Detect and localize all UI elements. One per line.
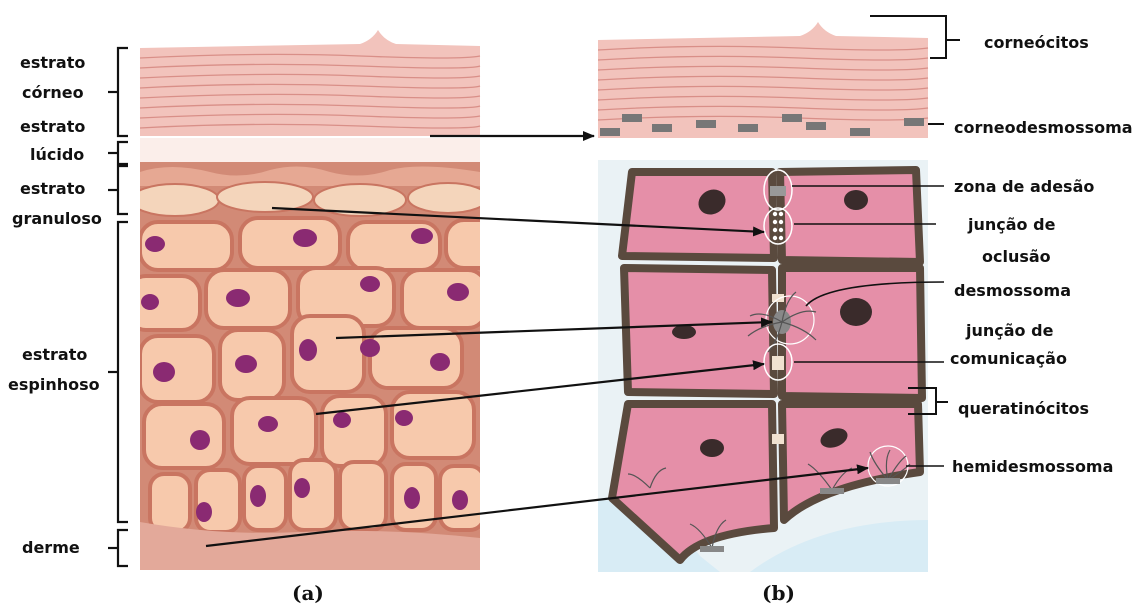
label-lucido-1: estrato [20,117,85,136]
stratum-lucidum-illustration [140,138,480,162]
corneocytes-illustration [598,22,928,138]
label-juncao-oclusao-2: oclusão [982,247,1051,266]
panel-b [598,22,930,572]
label-juncao-oclusao-1: junção de [967,215,1056,234]
label-corneo-1: estrato [20,53,85,72]
label-corneo-2: córneo [22,83,84,102]
label-granuloso-1: estrato [20,179,85,198]
keratinocyte-sheet [598,160,930,572]
label-granuloso-2: granuloso [12,209,102,228]
label-espinhoso-2: espinhoso [8,375,100,394]
caption-b: (b) [762,581,795,605]
stratum-corneum-illustration [140,30,480,136]
panel-a-brackets [108,48,128,566]
label-juncao-comunicacao-1: junção de [965,321,1054,340]
label-derme: derme [22,538,80,557]
label-corneodesmossoma: corneodesmossoma [954,118,1133,137]
label-lucido-2: lúcido [30,145,84,164]
caption-a: (a) [292,581,324,605]
label-zona-adesao: zona de adesão [954,177,1094,196]
cell-layers-illustration [128,162,506,572]
label-espinhoso-1: estrato [22,345,87,364]
label-hemidesmossoma: hemidesmossoma [952,457,1113,476]
label-desmossoma: desmossoma [954,281,1071,300]
label-corneocitos: corneócitos [984,33,1089,52]
panel-a [128,30,506,572]
label-juncao-comunicacao-2: comunicação [950,349,1067,368]
label-queratinocitos: queratinócitos [958,399,1089,418]
